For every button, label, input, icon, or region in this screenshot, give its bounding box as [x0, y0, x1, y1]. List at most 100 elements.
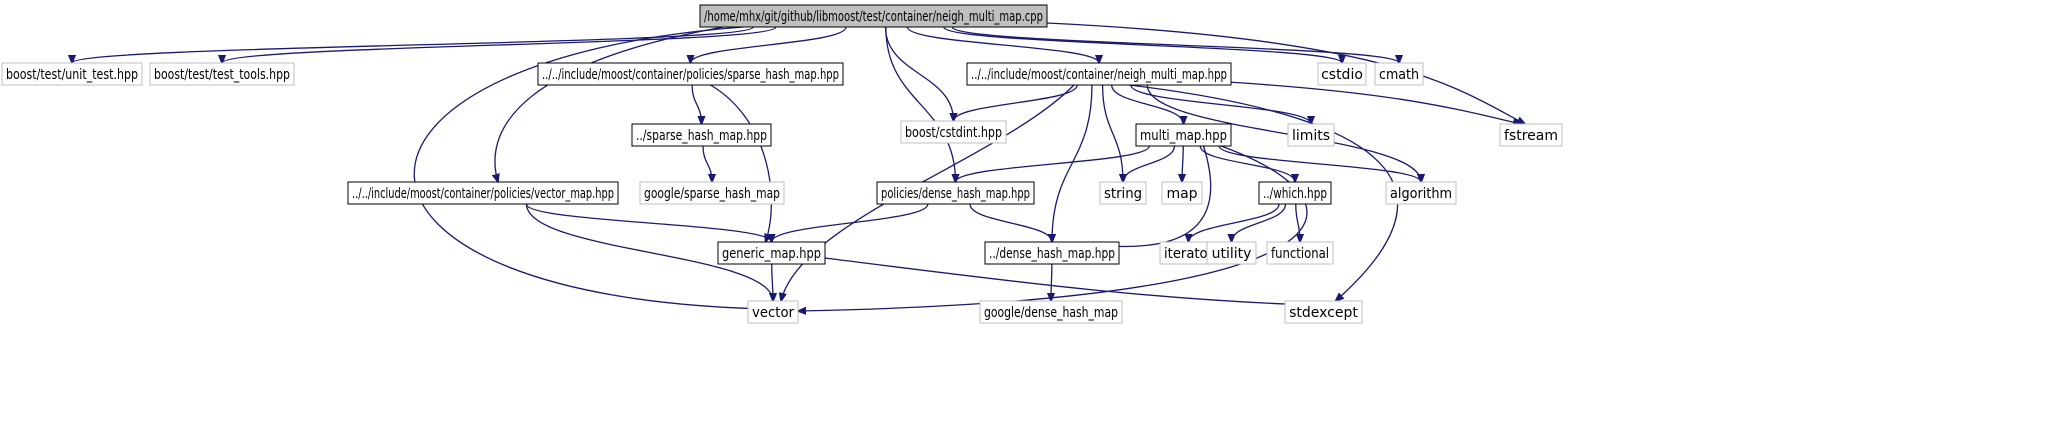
- node-vector-policy[interactable]: ../../include/moost/container/policies/v…: [347, 181, 619, 205]
- node-box: [1287, 123, 1335, 147]
- node-box: [1, 62, 143, 86]
- node-label: boost/cstdint.hpp: [905, 125, 1002, 141]
- node-google-sparse: google/sparse_hash_map: [639, 181, 785, 205]
- node-box: [1266, 241, 1334, 265]
- node-google-dense: google/dense_hash_map: [979, 300, 1123, 324]
- node-box: [1206, 241, 1257, 265]
- edge-multi_map-to-dense_policy: [956, 145, 1150, 182]
- node-label: map: [1166, 186, 1197, 202]
- node-label: vector: [752, 305, 794, 321]
- node-box: [1258, 181, 1332, 205]
- edge-neigh_multi_map-to-algorithm: [1146, 84, 1421, 182]
- node-box: [979, 300, 1123, 324]
- edge-root-to-vector: [413, 26, 771, 309]
- node-test-tools: boost/test/test_tools.hpp: [149, 62, 295, 86]
- node-label: google/dense_hash_map: [984, 305, 1118, 321]
- node-label: policies/dense_hash_map.hpp: [881, 186, 1030, 202]
- node-box: [1135, 123, 1232, 147]
- node-multi-map[interactable]: multi_map.hpp: [1135, 123, 1232, 147]
- node-box: [1099, 181, 1147, 205]
- node-box: [537, 62, 844, 86]
- node-label: functional: [1271, 246, 1329, 262]
- node-box: [347, 181, 619, 205]
- node-box: [639, 181, 785, 205]
- node-box: [747, 300, 799, 324]
- node-sparse-policy[interactable]: ../../include/moost/container/policies/s…: [537, 62, 844, 86]
- node-label: ../dense_hash_map.hpp: [989, 246, 1115, 262]
- node-limits: limits: [1287, 123, 1335, 147]
- node-utility: utility: [1206, 241, 1257, 265]
- edge-root-to-unit_test: [72, 26, 754, 63]
- node-algorithm: algorithm: [1385, 181, 1457, 205]
- node-box: [984, 241, 1120, 265]
- edge-root-to-cstdio: [943, 26, 1342, 63]
- edge-neigh_multi_map-to-stdexcept: [1128, 84, 1399, 301]
- node-dense-hash-map[interactable]: ../dense_hash_map.hpp: [984, 241, 1120, 265]
- edge-sparse_hash_map-to-google_sparse: [702, 145, 712, 182]
- node-unit-test: boost/test/unit_test.hpp: [1, 62, 143, 86]
- node-neigh-multi-map[interactable]: ../../include/moost/container/neigh_mult…: [966, 62, 1232, 86]
- node-generic-map[interactable]: generic_map.hpp: [717, 241, 826, 265]
- edge-neigh_multi_map-to-multi_map: [1111, 84, 1184, 124]
- node-string: string: [1099, 181, 1147, 205]
- node-functional: functional: [1266, 241, 1334, 265]
- edge-root-to-neigh_multi_map: [906, 26, 1099, 63]
- node-box: [149, 62, 295, 86]
- edge-root-to-sparse_policy: [691, 26, 847, 63]
- edge-dense_hash_map-to-google_dense: [1051, 263, 1052, 301]
- edge-sparse_policy-to-sparse_hash_map: [691, 84, 701, 124]
- edge-multi_map-to-which: [1199, 145, 1295, 182]
- node-cstdint: boost/cstdint.hpp: [900, 120, 1007, 144]
- node-iterator: iterator: [1159, 241, 1218, 265]
- edge-sparse_policy-to-generic_map: [710, 84, 772, 242]
- node-box: [1161, 181, 1203, 205]
- node-label: ../which.hpp: [1263, 186, 1327, 202]
- node-label: limits: [1292, 128, 1330, 144]
- node-vector: vector: [747, 300, 799, 324]
- edge-neigh_multi_map-to-limits: [1130, 84, 1311, 124]
- node-box: [1385, 181, 1457, 205]
- edge-dense_policy-to-generic_map: [772, 203, 929, 242]
- node-label: utility: [1212, 246, 1252, 262]
- node-root[interactable]: /home/mhx/git/github/libmoost/test/conta…: [699, 4, 1048, 28]
- edge-multi_map-to-map: [1182, 145, 1183, 182]
- node-box: [717, 241, 826, 265]
- node-cstdio: cstdio: [1317, 62, 1367, 86]
- node-label: boost/test/test_tools.hpp: [154, 67, 290, 83]
- edge-multi_map-to-algorithm: [1218, 145, 1421, 182]
- node-which[interactable]: ../which.hpp: [1258, 181, 1332, 205]
- node-label: ../../include/moost/container/policies/v…: [352, 186, 614, 202]
- node-box: [631, 123, 772, 147]
- edge-root-to-test_tools: [222, 26, 777, 63]
- node-label: cstdio: [1321, 67, 1363, 83]
- edge-neigh_multi_map-to-cstdint: [954, 84, 1078, 121]
- node-label: iterator: [1164, 246, 1213, 262]
- edge-root-to-cstdint: [884, 26, 954, 121]
- node-label: /home/mhx/git/github/libmoost/test/conta…: [704, 9, 1043, 25]
- edge-generic_map-to-stdexcept: [824, 257, 1314, 305]
- node-label: ../sparse_hash_map.hpp: [636, 128, 767, 144]
- node-dense-policy[interactable]: policies/dense_hash_map.hpp: [876, 181, 1035, 205]
- node-label: string: [1104, 186, 1142, 202]
- node-sparse-hash-map[interactable]: ../sparse_hash_map.hpp: [631, 123, 772, 147]
- edge-root-to-vector_policy: [495, 26, 724, 182]
- node-map: map: [1161, 181, 1203, 205]
- node-fstream: fstream: [1499, 123, 1563, 147]
- edge-neigh_multi_map-to-string: [1101, 84, 1123, 182]
- edge-dense_policy-to-dense_hash_map: [969, 203, 1052, 242]
- node-label: multi_map.hpp: [1140, 128, 1227, 144]
- node-label: boost/test/unit_test.hpp: [6, 67, 138, 83]
- node-stdexcept: stdexcept: [1284, 300, 1363, 324]
- edges-layer: [72, 22, 1525, 311]
- edge-root-to-cmath: [951, 26, 1399, 63]
- node-label: ../../include/moost/container/neigh_mult…: [971, 67, 1227, 83]
- edge-multi_map-to-string: [1123, 145, 1176, 182]
- node-label: generic_map.hpp: [722, 246, 821, 262]
- edge-generic_map-to-vector: [772, 263, 773, 301]
- node-cmath: cmath: [1374, 62, 1424, 86]
- node-box: [876, 181, 1035, 205]
- edge-which-to-functional: [1295, 203, 1300, 242]
- edge-neigh_multi_map-to-fstream: [1210, 80, 1521, 124]
- edge-vector_policy-to-generic_map: [525, 203, 771, 242]
